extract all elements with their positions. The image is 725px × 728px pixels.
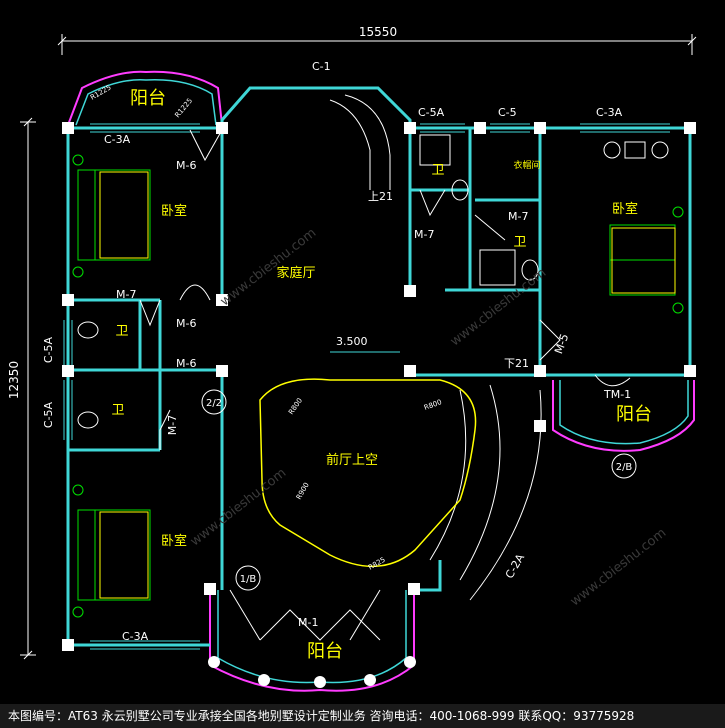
overall-height-dim: 12350 — [7, 361, 21, 399]
foyer-void-outline — [259, 378, 477, 567]
door-swings — [139, 129, 631, 641]
tag-c3a-top-left: C-3A — [104, 133, 131, 146]
tag-m7-b: M-7 — [414, 228, 434, 241]
radius-r825: R825 — [367, 556, 387, 572]
tag-stair-down: 下21 — [504, 357, 529, 370]
room-balcony-top: 阳台 — [130, 88, 166, 109]
room-foyer-void: 前厅上空 — [326, 452, 378, 468]
dimension-lines — [20, 34, 697, 660]
room-closet: 衣帽间 — [513, 159, 540, 171]
axis-tag-circles — [201, 389, 637, 591]
axis-tag-2b: 2/B — [616, 462, 633, 473]
tag-c5a-left-1: C-5A — [42, 336, 55, 363]
radius-r900: R900 — [295, 481, 311, 501]
tag-stair-up: 上21 — [368, 190, 393, 203]
structural-columns — [62, 122, 696, 651]
room-bath-right-2: 卫 — [513, 235, 526, 250]
tag-c3a-bottom: C-3A — [122, 630, 149, 643]
room-bath-left-1: 卫 — [115, 324, 128, 339]
bedding — [99, 171, 676, 599]
stair-treads — [329, 94, 542, 601]
tag-m6-b: M-6 — [176, 317, 196, 330]
room-balcony-right: 阳台 — [616, 404, 652, 425]
tag-m7-a: M-7 — [116, 288, 136, 301]
room-bath-left-2: 卫 — [111, 403, 124, 418]
opening-tags: C-1 C-3A C-5A C-5 C-3A M-6 M-7 M-6 M-6 M… — [104, 60, 631, 643]
radius-r800-b: R800 — [423, 398, 443, 412]
room-labels: 阳台 卧室 卧室 卧室 卫 卫 卫 卫 家庭厅 衣帽间 前厅上空 阳台 阳台 — [111, 88, 652, 662]
room-bedroom-lower-left: 卧室 — [161, 533, 187, 549]
tag-c5-top: C-5 — [498, 106, 517, 119]
room-bedroom-upper-left: 卧室 — [161, 203, 187, 219]
tag-m6-c: M-6 — [176, 357, 196, 370]
radius-r1225-b: R1225 — [173, 97, 194, 120]
tag-c2a: C-2A — [503, 551, 528, 581]
tag-c1: C-1 — [312, 60, 331, 73]
tag-m1: M-1 — [298, 616, 318, 629]
room-balcony-bottom: 阳台 — [307, 641, 343, 662]
tag-level: 3.500 — [336, 335, 368, 348]
footer-text: 本图编号：AT63 永云别墅公司专业承接全国各地别墅设计定制业务 咨询电话：40… — [8, 709, 635, 723]
radius-r1225-a: R1225 — [89, 83, 113, 101]
radius-r800-a: R800 — [287, 397, 304, 417]
tag-c3a-top-right: C-3A — [596, 106, 623, 119]
axis-tag-a22: 2/2 — [206, 398, 222, 409]
balcony-posts — [208, 656, 416, 688]
balcony-outlines — [67, 70, 695, 692]
overall-width-dim: 15550 — [359, 25, 397, 39]
tag-m7-left: M-7 — [166, 415, 179, 435]
window-bars — [63, 123, 670, 650]
room-bath-right-1: 卫 — [431, 163, 444, 178]
bathroom-fixtures — [77, 134, 669, 429]
tag-tm1: TM-1 — [603, 388, 631, 401]
room-family-hall: 家庭厅 — [276, 265, 315, 281]
tag-m6-a: M-6 — [176, 159, 196, 172]
footer-bar: 本图编号：AT63 永云别墅公司专业承接全国各地别墅设计定制业务 咨询电话：40… — [0, 704, 725, 728]
tag-m7-c: M-7 — [508, 210, 528, 223]
axis-tag-1b: 1/B — [240, 574, 257, 585]
tag-c5a-left-2: C-5A — [42, 401, 55, 428]
room-bedroom-right: 卧室 — [612, 201, 638, 217]
tag-c5a-top: C-5A — [418, 106, 445, 119]
